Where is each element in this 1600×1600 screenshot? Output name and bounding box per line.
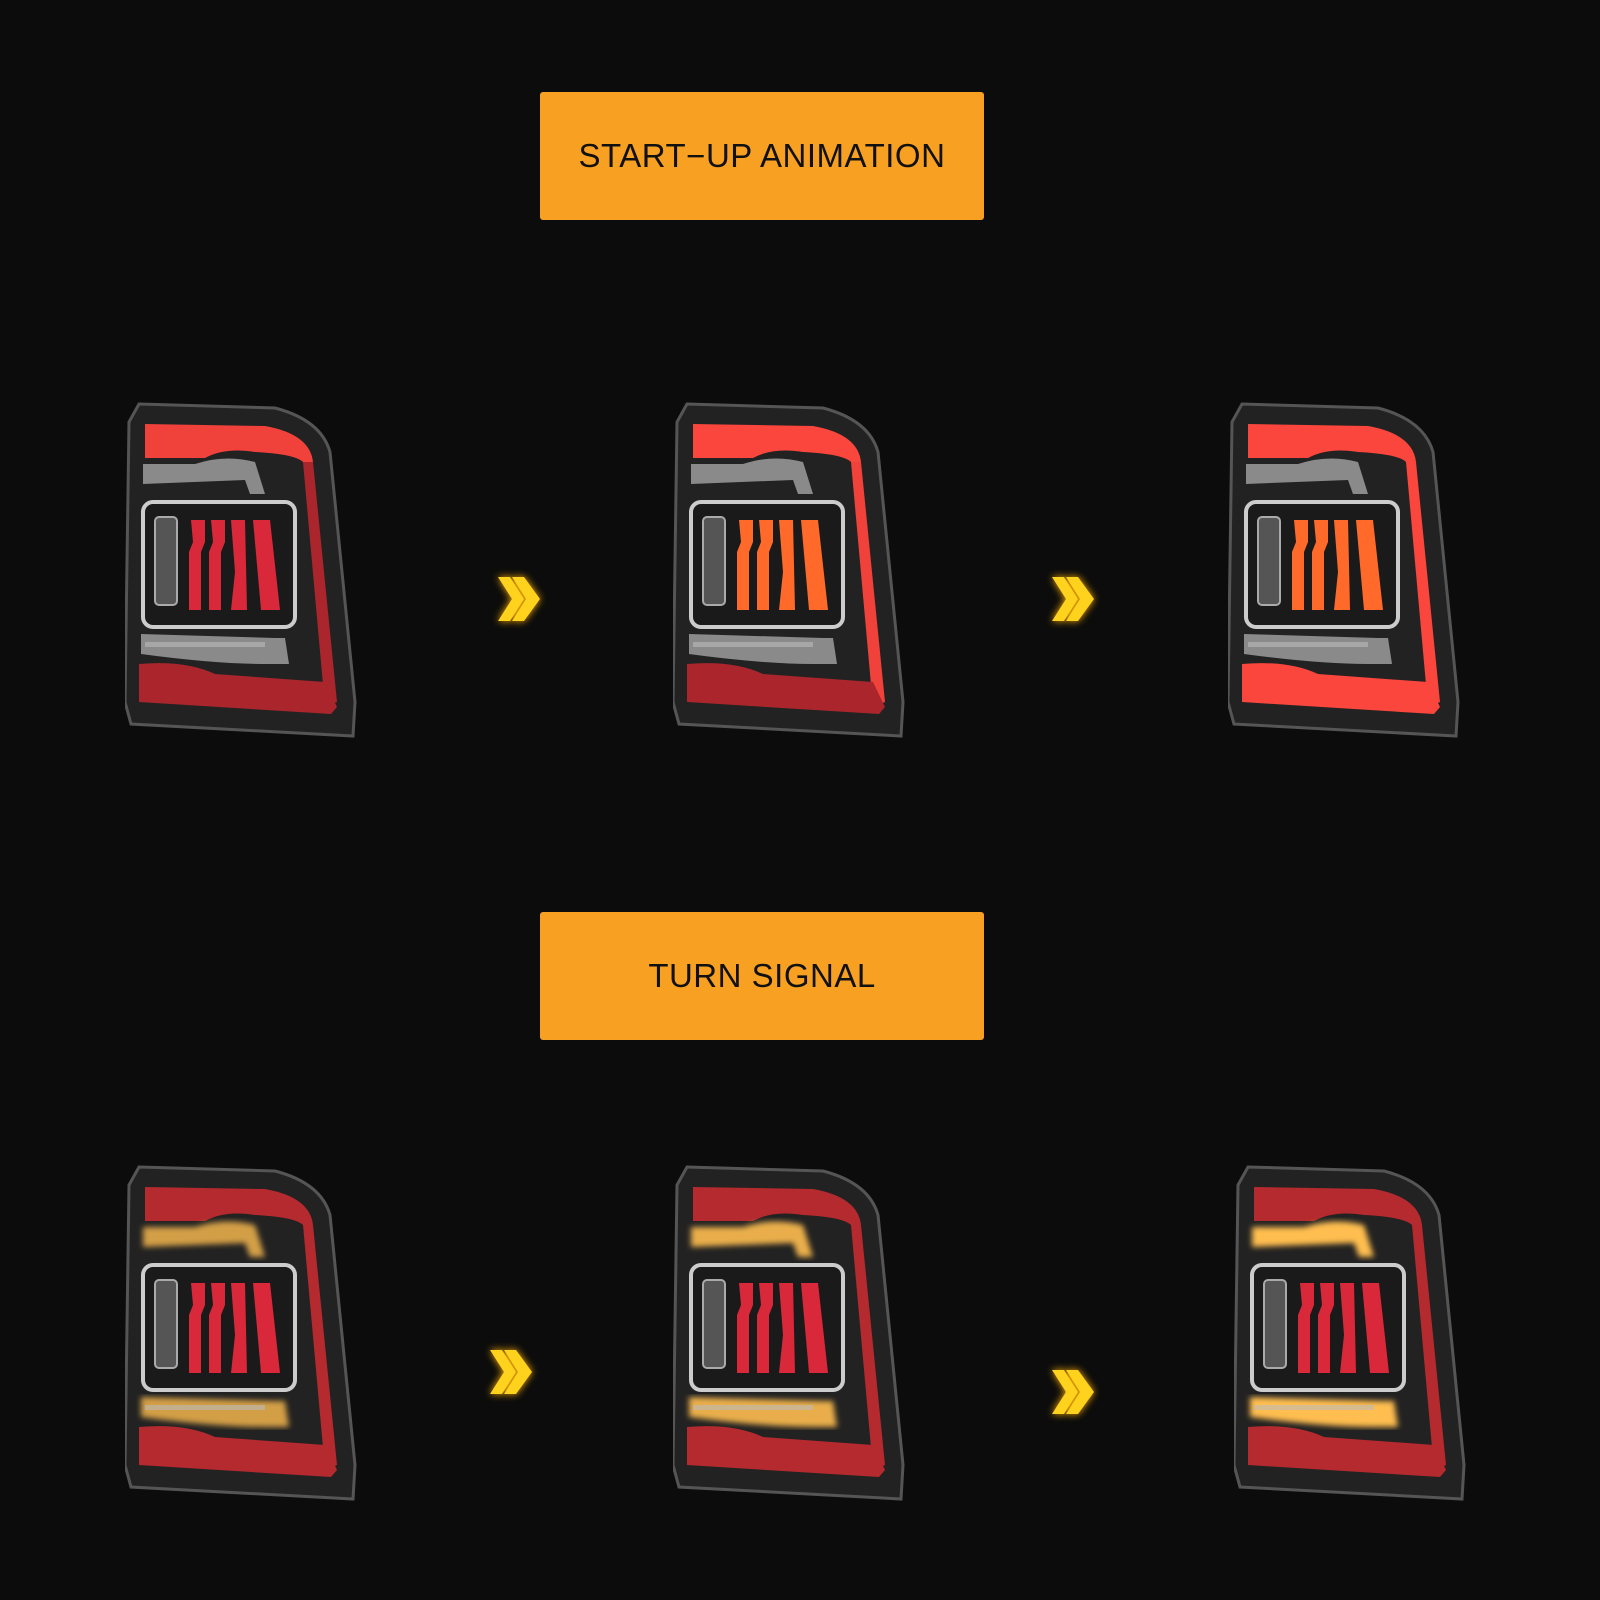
slat-2 [1318, 1283, 1334, 1373]
tail-light-frame-2 [671, 402, 905, 740]
slat-4 [801, 520, 828, 610]
reverse-lens [1263, 1279, 1287, 1369]
red-strip-top [1248, 424, 1416, 462]
red-strip-side [1412, 1225, 1446, 1470]
tail-light-frame-4 [123, 1165, 357, 1503]
slat-4 [1356, 520, 1383, 610]
slat-1 [1292, 520, 1308, 610]
lower-bar [1244, 634, 1392, 664]
lower-bar [141, 1397, 289, 1427]
upper-bar [691, 458, 813, 494]
red-strip-bottom [1242, 663, 1440, 714]
slat-1 [737, 1283, 753, 1373]
double-chevron-right-icon [488, 1348, 534, 1396]
red-strip-bottom [1248, 1426, 1446, 1477]
slat-3 [779, 520, 795, 610]
lower-bar [1250, 1397, 1398, 1427]
lower-bar-inner [1248, 642, 1368, 647]
reverse-lens [702, 1279, 726, 1369]
slat-2 [209, 520, 225, 610]
slat-2 [757, 520, 773, 610]
banner-startup-animation: START−UP ANIMATION [540, 92, 984, 220]
upper-bar [143, 1221, 265, 1257]
slat-1 [189, 1283, 205, 1373]
lower-bar-inner [145, 1405, 265, 1410]
slat-4 [1362, 1283, 1389, 1373]
lower-bar [689, 1397, 837, 1427]
red-strip-side [1406, 462, 1440, 707]
slat-3 [231, 520, 247, 610]
slat-2 [757, 1283, 773, 1373]
double-chevron-right-icon [1050, 575, 1096, 623]
red-strip-bottom [139, 1426, 337, 1477]
red-strip-top [145, 1187, 313, 1225]
red-strip-bottom [687, 663, 885, 714]
red-strip-side [851, 1225, 885, 1470]
slat-4 [253, 520, 280, 610]
tail-light-frame-5 [671, 1165, 905, 1503]
red-strip-bottom [687, 1426, 885, 1477]
tail-light-frame-1 [123, 402, 357, 740]
red-strip-side [303, 1225, 337, 1470]
lower-bar-inner [693, 1405, 813, 1410]
slat-4 [801, 1283, 828, 1373]
red-strip-side [303, 462, 337, 707]
slat-1 [1298, 1283, 1314, 1373]
reverse-lens [154, 1279, 178, 1369]
tail-light-frame-3 [1226, 402, 1460, 740]
lower-bar-inner [145, 642, 265, 647]
red-strip-top [693, 424, 861, 462]
slat-3 [1340, 1283, 1356, 1373]
upper-bar [1252, 1221, 1374, 1257]
lower-bar-inner [1254, 1405, 1374, 1410]
banner-title: START−UP ANIMATION [578, 137, 946, 174]
slat-3 [231, 1283, 247, 1373]
red-strip-top [1254, 1187, 1422, 1225]
red-strip-top [145, 424, 313, 462]
red-strip-bottom [139, 663, 337, 714]
upper-bar [691, 1221, 813, 1257]
lower-bar [141, 634, 289, 664]
upper-bar [143, 458, 265, 494]
reverse-lens [154, 516, 178, 606]
double-chevron-right-icon [1050, 1368, 1096, 1416]
slat-1 [737, 520, 753, 610]
lower-bar [689, 634, 837, 664]
slat-2 [1312, 520, 1328, 610]
lower-bar-inner [693, 642, 813, 647]
slat-4 [253, 1283, 280, 1373]
slat-2 [209, 1283, 225, 1373]
banner-title: TURN SIGNAL [648, 957, 876, 994]
banner-turn-signal: TURN SIGNAL [540, 912, 984, 1040]
tail-light-frame-6 [1232, 1165, 1466, 1503]
red-strip-side [851, 462, 885, 707]
slat-3 [1334, 520, 1350, 610]
upper-bar [1246, 458, 1368, 494]
slat-1 [189, 520, 205, 610]
reverse-lens [1257, 516, 1281, 606]
reverse-lens [702, 516, 726, 606]
slat-3 [779, 1283, 795, 1373]
red-strip-top [693, 1187, 861, 1225]
double-chevron-right-icon [496, 575, 542, 623]
